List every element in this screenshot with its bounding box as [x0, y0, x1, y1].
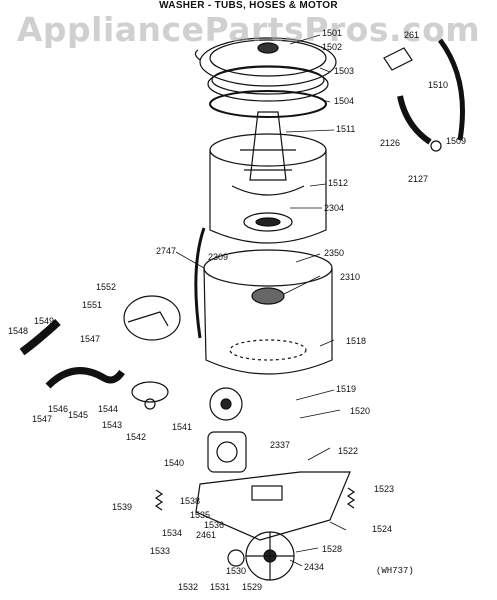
callout-1542: 1542 — [126, 432, 147, 442]
drive-pulley-part — [245, 531, 295, 581]
callout-1533: 1533 — [150, 546, 171, 556]
callout-2126: 2126 — [380, 138, 401, 148]
callout-1544: 1544 — [98, 404, 119, 414]
callout-1528: 1528 — [322, 544, 343, 554]
callout-2310: 2310 — [340, 272, 361, 282]
callout-1520: 1520 — [350, 406, 371, 416]
callout-1501: 1501 — [322, 28, 343, 38]
leader-lines — [175, 34, 347, 567]
callout-1538: 1538 — [180, 496, 201, 506]
callout-1530: 1530 — [226, 566, 247, 576]
small-pulley-part — [227, 549, 245, 567]
diagram-title: WASHER - TUBS, HOSES & MOTOR — [159, 0, 338, 11]
outer-tub-part — [203, 249, 333, 375]
inlet-hose-part — [397, 95, 442, 152]
callout-1547-upper: 1547 — [80, 334, 101, 344]
callout-1540: 1540 — [164, 458, 185, 468]
callout-2747: 2747 — [156, 246, 177, 256]
wash-basket-part — [209, 133, 327, 244]
fill-hose-part — [383, 38, 465, 141]
seal-part — [251, 287, 285, 305]
agitator-part — [240, 111, 296, 181]
callout-1502: 1502 — [322, 42, 343, 52]
callout-1549: 1549 — [34, 316, 55, 326]
tub-ring-part — [207, 65, 329, 102]
callout-1524: 1524 — [372, 524, 393, 534]
callout-1532: 1532 — [178, 582, 199, 592]
callout-2337: 2337 — [270, 440, 291, 450]
base-plate-part — [195, 471, 351, 541]
callout-1535: 1535 — [190, 510, 211, 520]
callout-1511: 1511 — [336, 124, 356, 134]
basket-hub-part — [243, 212, 293, 232]
gasket-part — [209, 90, 327, 118]
callout-2261: 261 — [404, 30, 420, 40]
callout-1539: 1539 — [112, 502, 133, 512]
callout-1543: 1543 — [102, 420, 123, 430]
callout-1518: 1518 — [346, 336, 367, 346]
motor-part — [207, 431, 247, 473]
callout-1546: 1546 — [48, 404, 69, 414]
callout-2434: 2434 — [304, 562, 325, 572]
drawing-code: (WH737) — [376, 566, 414, 576]
callout-1522: 1522 — [338, 446, 359, 456]
drain-hose-part — [19, 319, 125, 389]
pump-part — [131, 381, 169, 410]
callout-1548: 1548 — [8, 326, 29, 336]
callout-2309: 2309 — [208, 252, 229, 262]
callout-2127: 2127 — [408, 174, 429, 184]
detail-inset — [123, 295, 181, 341]
tub-cover-part — [194, 37, 337, 87]
callout-1503: 1503 — [334, 66, 355, 76]
callout-2461: 2461 — [196, 530, 217, 540]
callout-1534: 1534 — [162, 528, 183, 538]
callout-1536: 1536 — [204, 520, 225, 530]
callout-2350: 2350 — [324, 248, 345, 258]
callout-1531: 1531 — [210, 582, 231, 592]
callout-1519: 1519 — [336, 384, 357, 394]
callout-2304: 2304 — [324, 203, 345, 213]
callout-1509: 1509 — [446, 136, 467, 146]
spring-left-part — [154, 489, 164, 511]
callout-1541: 1541 — [172, 422, 193, 432]
callout-1551: 1551 — [82, 300, 103, 310]
transmission-part — [209, 387, 243, 421]
callout-1547-lower: 1547 — [32, 414, 53, 424]
tube-part — [194, 227, 206, 339]
spring-right-part — [346, 487, 356, 509]
callout-1552: 1552 — [96, 282, 117, 292]
callout-1504: 1504 — [334, 96, 355, 106]
callout-1510: 1510 — [428, 80, 449, 90]
callout-1529: 1529 — [242, 582, 263, 592]
callout-1523: 1523 — [374, 484, 395, 494]
callout-1545: 1545 — [68, 410, 89, 420]
callout-1512: 1512 — [328, 178, 349, 188]
